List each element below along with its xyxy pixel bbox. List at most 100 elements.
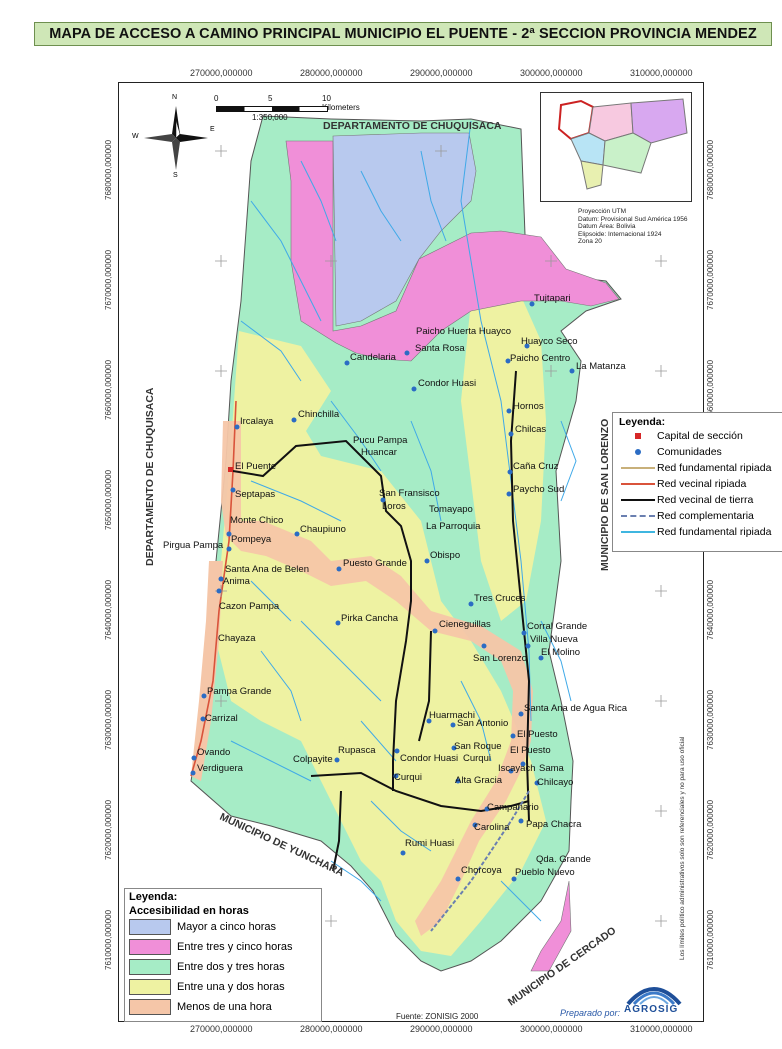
legend-label: Entre una y dos horas: [177, 981, 285, 993]
y-tick-left: 7620000,000000: [104, 799, 113, 860]
community-label: Alta Gracia: [455, 775, 503, 786]
community-label: Chayaza: [218, 633, 256, 644]
capital-marker: [228, 467, 233, 472]
y-tick-right: 7640000,000000: [706, 579, 715, 640]
scale-end: 10 Kilometers: [322, 94, 360, 112]
community-label: Loros: [382, 501, 406, 512]
community-label: San Antonio: [457, 718, 508, 729]
community-label: Ircalaya: [240, 416, 274, 427]
community-label: Hornos: [513, 401, 544, 412]
community-label: Pirgua Pampa: [163, 540, 224, 551]
logo-text: AGROSIG: [624, 1004, 679, 1015]
accessibility-3-5h: [530, 880, 572, 972]
community-label: Chinchilla: [298, 409, 340, 420]
community-label: Condor Huasi: [400, 753, 458, 764]
community-label: Verdiguera: [197, 763, 244, 774]
x-tick-bottom: 300000,000000: [520, 1024, 583, 1034]
road-line-icon: [621, 467, 655, 469]
legend-title: Leyenda:: [129, 891, 178, 903]
border-label-west: DEPARTAMENTO DE CHUQUISACA: [144, 387, 156, 566]
community-label: Colpayite: [293, 754, 333, 765]
legend-label: Entre tres y cinco horas: [177, 941, 293, 953]
north-arrow-icon: N S W E: [132, 94, 215, 179]
legend-class: Entre tres y cinco horas: [125, 937, 321, 957]
x-tick-bottom: 280000,000000: [300, 1024, 363, 1034]
source-note: Fuente: ZONISIG 2000: [396, 1012, 479, 1021]
community-label: El Puente: [235, 461, 276, 472]
border-label-east: MUNICIPIO DE SAN LORENZO: [599, 419, 611, 571]
x-tick-bottom: 310000,000000: [630, 1024, 693, 1034]
map-canvas: Tujtapari Paicho Huerta Huayco Huayco Se…: [144, 115, 667, 1008]
x-tick-top: 310000,000000: [630, 68, 693, 78]
road-vecinal-tierra: [232, 370, 531, 872]
legend-accessibility: Leyenda: Accesibilidad en horas Mayor a …: [124, 888, 322, 1022]
projection-line: Proyección UTM: [578, 208, 627, 215]
y-tick-right: 7680000,000000: [706, 139, 715, 200]
legend-item: Red complementaria: [613, 508, 782, 524]
community-label: Anima: [223, 576, 251, 587]
y-tick-left: 7610000,000000: [104, 909, 113, 970]
community-label: Chorcoya: [461, 865, 502, 876]
accessibility-3-5h: [285, 140, 620, 362]
legend-title: Leyenda:: [619, 416, 666, 428]
scale-mid: 5: [268, 94, 273, 103]
community-label: Chaupiuno: [300, 524, 346, 535]
legend-class: Entre una y dos horas: [125, 977, 321, 997]
grid-crosses: [215, 145, 667, 927]
y-tick-right: 7660000,000000: [706, 359, 715, 420]
legend-class: Mayor a cinco horas: [125, 917, 321, 937]
x-tick-top: 290000,000000: [410, 68, 473, 78]
community-label: El Puesto: [510, 745, 551, 756]
y-tick-left: 7680000,000000: [104, 139, 113, 200]
road-line-icon: [621, 499, 655, 501]
community-label: El Puesto: [517, 729, 558, 740]
legend-label: Red vecinal de tierra: [657, 494, 754, 506]
community-labels: Tujtapari Paicho Huerta Huayco Huayco Se…: [163, 293, 628, 878]
legend-label: Comunidades: [657, 446, 722, 458]
legend-label: Capital de sección: [657, 430, 743, 442]
community-label: Curqui: [463, 753, 491, 764]
swatch-icon: [129, 999, 171, 1015]
border-label-north: DEPARTAMENTO DE CHUQUISACA: [323, 120, 502, 132]
community-label: Papa Chacra: [526, 819, 582, 830]
community-label: Corral Grande: [527, 621, 587, 632]
x-tick-bottom: 270000,000000: [190, 1024, 253, 1034]
swatch-icon: [129, 979, 171, 995]
community-label: Huayco Seco: [521, 336, 578, 347]
x-tick-top: 270000,000000: [190, 68, 253, 78]
agrosig-logo: AGROSIG: [618, 974, 690, 1018]
location-inset-map: [540, 92, 692, 202]
accessibility-1-2h: [461, 296, 546, 621]
projection-line: Datum Área: Bolivia: [578, 223, 636, 230]
scale-line: [216, 106, 328, 112]
accessibility-1-2h: [216, 331, 546, 956]
community-label: Puesto Grande: [343, 558, 407, 569]
legend-label: Entre dos y tres horas: [177, 961, 285, 973]
compass-w: W: [132, 133, 139, 140]
community-label: San Lorenzo: [473, 653, 527, 664]
road-complementaria: [430, 790, 530, 932]
community-label: Qda. Grande: [536, 854, 591, 865]
community-label: La Matanza: [576, 361, 626, 372]
map-frame[interactable]: Tujtapari Paicho Huerta Huayco Huayco Se…: [118, 82, 704, 1022]
x-tick-top: 300000,000000: [520, 68, 583, 78]
compass-n: N: [172, 94, 178, 101]
community-label: Santa Ana de Belen: [225, 564, 309, 575]
prepared-by: Preparado por:: [560, 1008, 621, 1018]
y-tick-right: 7670000,000000: [706, 249, 715, 310]
community-label: Obispo: [430, 550, 460, 561]
community-label: El Molino: [541, 647, 580, 658]
y-tick-left: 7670000,000000: [104, 249, 113, 310]
projection-line: Zona 20: [578, 238, 602, 245]
y-tick-right: 7610000,000000: [706, 909, 715, 970]
y-tick-left: 7650000,000000: [104, 469, 113, 530]
community-label: La Parroquia: [426, 521, 481, 532]
community-label: Santa Rosa: [415, 343, 465, 354]
x-tick-bottom: 290000,000000: [410, 1024, 473, 1034]
community-label: Pampa Grande: [207, 686, 271, 697]
community-label: Chilcas: [515, 424, 546, 435]
scale-ratio: 1:350,000: [252, 113, 288, 122]
community-label: Sama: [539, 763, 565, 774]
map-title: MAPA DE ACCESO A CAMINO PRINCIPAL MUNICI…: [34, 22, 772, 46]
community-label: Septapas: [235, 489, 275, 500]
